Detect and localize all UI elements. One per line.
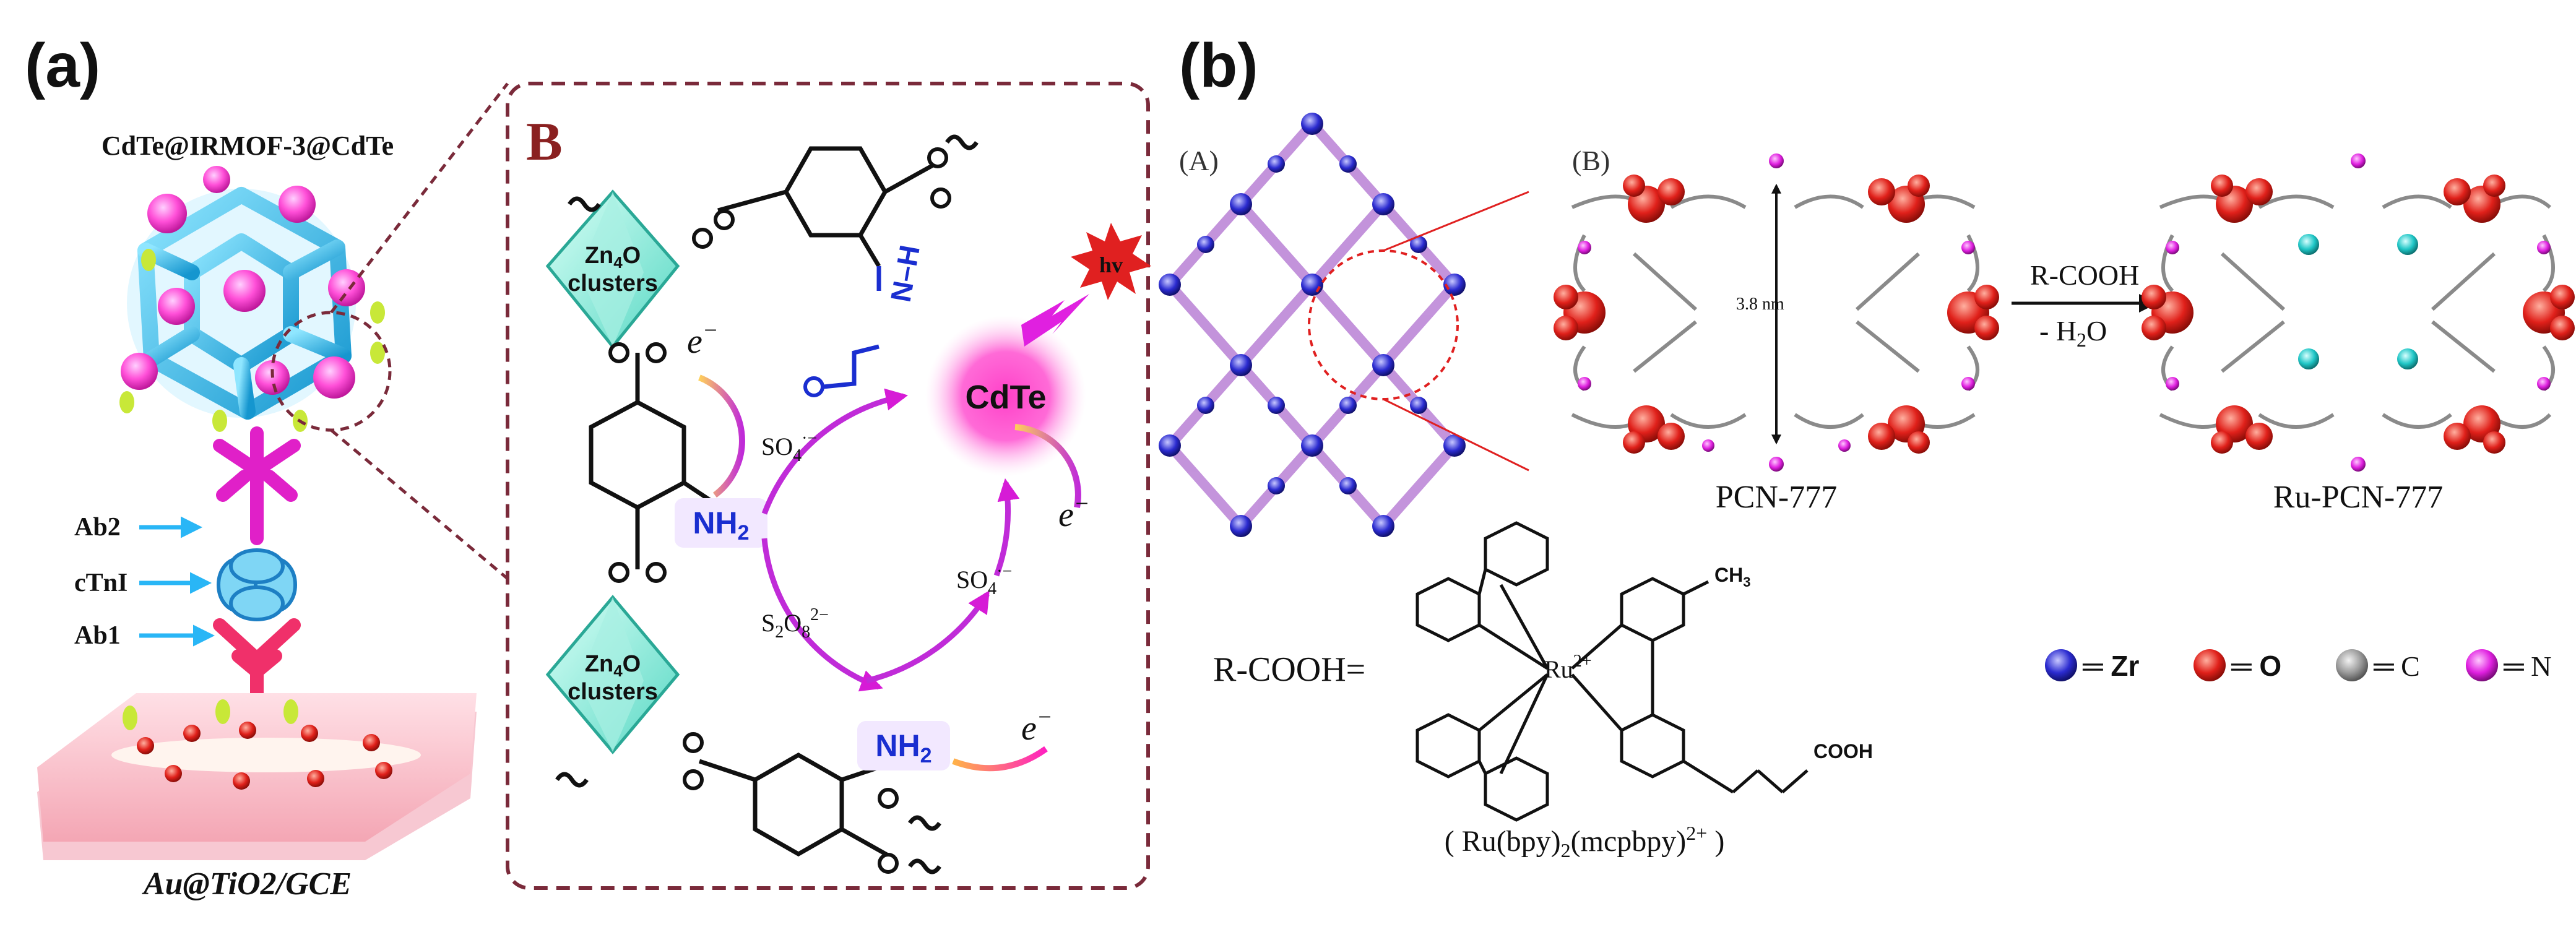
pcn-777-pore: 3.8 nm	[1554, 153, 1999, 472]
electron-label-bottom: e−	[1021, 704, 1053, 748]
electron-arrow-bottom	[952, 746, 1048, 772]
electron-arrow-left	[698, 374, 745, 498]
ab2-label: Ab2	[74, 513, 121, 542]
zoom-line-top	[330, 82, 509, 314]
persulfate-label: S2O82−	[761, 605, 829, 642]
hv-label: hv	[1099, 252, 1123, 277]
legend-o-swatch	[2193, 649, 2226, 681]
amide-bond	[823, 266, 881, 389]
panel-a-label: (a)	[25, 31, 100, 100]
ligand-name-label: ( Ru(bpy)2(mcpbpy)2+ )	[1445, 822, 1725, 861]
light-emission-burst	[1071, 223, 1151, 300]
carboxyl-label: COOH	[1813, 740, 1873, 762]
legend-zr-label: ═ Zr	[2082, 650, 2139, 682]
cycle-arrow-4	[993, 478, 1020, 577]
legend-n-label: ═ N	[2503, 650, 2551, 682]
electrode-illustration	[37, 693, 477, 860]
atom-legend: ═ Zr ═ O ═ C ═ N	[2045, 649, 2551, 682]
amide-nh-label: N–H	[884, 243, 926, 304]
ligand-prefix-label: R-COOH=	[1213, 650, 1365, 689]
electrode-label: Au@TiO2/GCE	[142, 866, 352, 902]
zn4o-cluster-top: Zn4O clusters	[545, 189, 680, 349]
zn4o-label-top: Zn4O	[585, 243, 641, 272]
ru-center-label: Ru2+	[1544, 652, 1591, 683]
panel-a: (a) CdTe@IRMOF-3@CdTe	[25, 31, 509, 902]
zoom-line-bottom	[330, 429, 509, 580]
electron-arrow-right	[1014, 424, 1081, 508]
inset-letter: B	[526, 112, 563, 172]
zn4o-label-bottom: Zn4O	[585, 651, 641, 680]
ru-pcn-777-label: Ru-PCN-777	[2273, 480, 2443, 515]
ctni-label: cTnI	[74, 569, 128, 597]
amide-oxygen	[803, 376, 824, 397]
electron-label-right: e−	[1058, 491, 1090, 534]
panel-b: (b) (A) (B)	[1159, 31, 2575, 861]
pore-size-label: 3.8 nm	[1736, 295, 1784, 314]
nanocomposite-title: CdTe@IRMOF-3@CdTe	[102, 131, 394, 161]
sulfate-radical-label-top: SO4·−	[761, 429, 817, 465]
cycle-arrow-1	[761, 388, 909, 515]
nh2-label-left: NH2	[693, 506, 749, 545]
ab1-label: Ab1	[74, 621, 121, 650]
sulfate-radical-label-right: SO4·−	[956, 562, 1012, 598]
clusters-label-bottom: clusters	[568, 679, 658, 705]
nh2-box-right	[857, 721, 950, 770]
pcn-777-label: PCN-777	[1716, 480, 1837, 515]
nh2-box-left	[675, 498, 767, 548]
panel-b-label: (b)	[1179, 31, 1258, 100]
cycle-arrow-3	[865, 590, 990, 684]
inset-b: B Zn4O clusters Zn4O clusters	[506, 82, 1151, 890]
cdte-label: CdTe	[966, 379, 1047, 416]
legend-c-swatch	[2336, 649, 2368, 681]
zn4o-cluster-bottom: Zn4O clusters	[545, 595, 680, 754]
carboxylate-oxygens	[608, 147, 951, 874]
reaction-reagent-label: R-COOH	[2030, 259, 2139, 291]
pore-zoom-line-bottom	[1383, 398, 1529, 472]
subpanel-a-label: (A)	[1179, 145, 1219, 176]
ru-pcn-777-pore	[2142, 153, 2575, 472]
inset-frame	[506, 82, 1150, 890]
ru-complex-structure	[1416, 521, 1809, 822]
ctni-antigen	[217, 548, 297, 621]
clusters-label-top: clusters	[568, 270, 658, 296]
ru-complex-sites	[2298, 234, 2418, 369]
legend-c-label: ═ C	[2373, 650, 2420, 682]
legend-n-swatch	[2466, 649, 2498, 681]
methyl-label: CH3	[1714, 564, 1750, 590]
cycle-arrow-2	[761, 538, 883, 692]
mof-framework-lattice	[1159, 113, 1529, 537]
legend-zr-swatch	[2045, 649, 2077, 681]
pore-highlight-circle	[1308, 249, 1459, 400]
subpanel-b-label: (B)	[1572, 145, 1610, 176]
cdte-irmof-cage-illustration	[119, 166, 385, 432]
pore-zoom-line-top	[1383, 191, 1529, 252]
reaction-byproduct-label: - H2O	[2039, 315, 2107, 351]
emission-bolt	[1021, 294, 1089, 347]
electron-label-top: e−	[687, 317, 719, 361]
legend-o-label: ═ O	[2231, 650, 2281, 682]
nh2-label-right: NH2	[875, 728, 931, 767]
ab2-antibody	[213, 426, 301, 545]
